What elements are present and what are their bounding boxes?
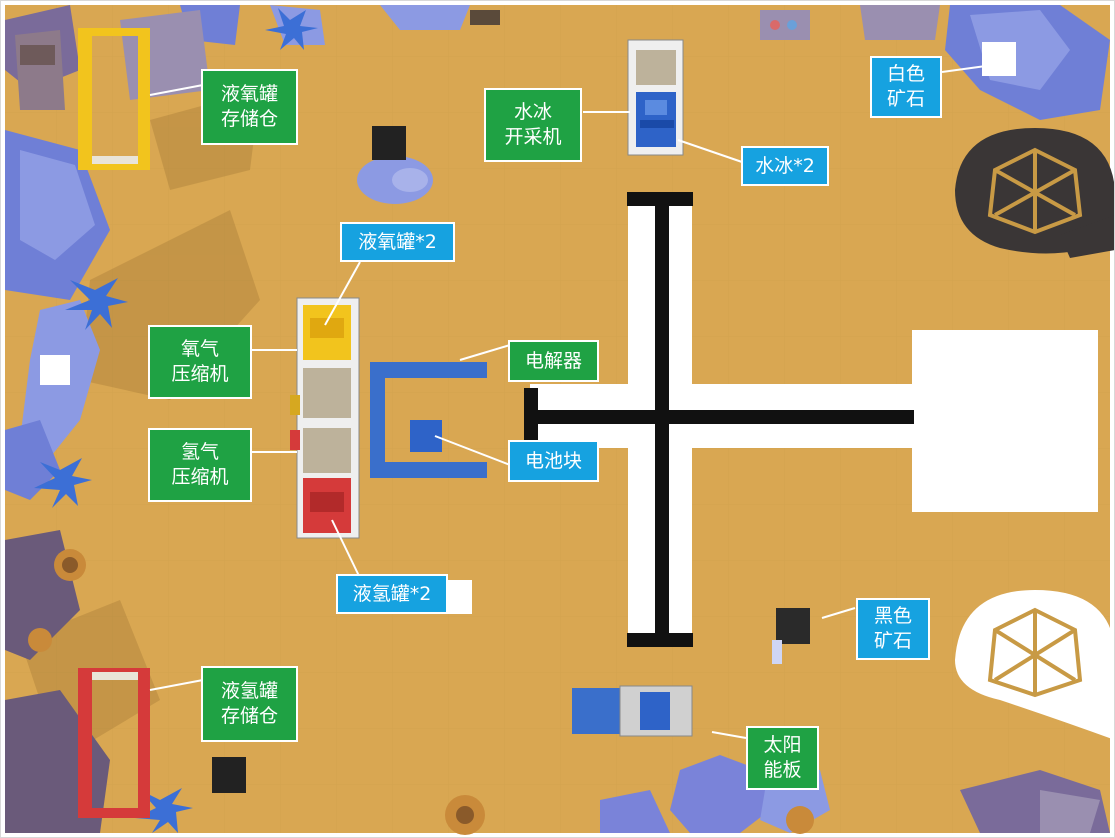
track-line-bottom-cap (627, 633, 693, 647)
label-solar-panel-line2: 能板 (763, 758, 801, 783)
label-oxygen-compressor-line2: 压缩机 (171, 362, 228, 387)
label-electrolyzer: 电解器 (508, 340, 599, 382)
solar-panel-robot (572, 686, 692, 736)
lox-storage-bar (92, 156, 138, 164)
label-lh2-storage-line1: 液氢罐 (221, 679, 278, 704)
label-lh2-tank-text: 液氢罐*2 (353, 582, 432, 607)
white-ore-left (40, 355, 70, 385)
dome-dark (955, 128, 1115, 258)
label-lh2-tank: 液氢罐*2 (336, 574, 448, 614)
label-white-ore-line2: 矿石 (887, 87, 925, 112)
black-block-top (372, 126, 406, 160)
black-block-bottom-left (212, 757, 246, 793)
label-water-ice-text: 水冰*2 (755, 154, 815, 179)
label-ice-miner: 水冰 开采机 (484, 88, 582, 162)
label-solar-panel-line1: 太阳 (763, 733, 801, 758)
rock-small-left (357, 156, 433, 204)
compressor-robot (290, 298, 359, 538)
label-white-ore: 白色 矿石 (870, 56, 942, 118)
label-hydrogen-compressor: 氢气 压缩机 (148, 428, 252, 502)
label-black-ore: 黑色 矿石 (856, 598, 930, 660)
label-white-ore-line1: 白色 (887, 62, 925, 87)
label-battery-block: 电池块 (508, 440, 599, 482)
label-lox-storage-line1: 液氧罐 (221, 82, 278, 107)
label-oxygen-compressor: 氧气 压缩机 (148, 325, 252, 399)
label-ice-miner-line1: 水冰 (514, 100, 552, 125)
label-oxygen-compressor-line1: 氧气 (181, 337, 219, 362)
ice-miner-robot (628, 40, 683, 155)
label-black-ore-line1: 黑色 (874, 604, 912, 629)
label-lox-tank: 液氧罐*2 (340, 222, 455, 262)
label-ice-miner-line2: 开采机 (504, 125, 561, 150)
label-lh2-storage: 液氢罐 存储仓 (201, 666, 298, 742)
label-water-ice: 水冰*2 (741, 146, 829, 186)
label-hydrogen-compressor-line1: 氢气 (181, 440, 219, 465)
label-lox-storage: 液氧罐 存储仓 (201, 69, 298, 145)
track-line-top-cap (627, 192, 693, 206)
white-block-lh2 (448, 580, 472, 614)
lh2-storage-bar (92, 672, 138, 680)
black-ore-pole (772, 640, 782, 664)
black-ore-block (776, 608, 810, 644)
label-electrolyzer-text: 电解器 (525, 349, 582, 374)
label-lh2-storage-line2: 存储仓 (221, 704, 278, 729)
track-line-left-cap (524, 388, 538, 440)
label-lox-storage-line2: 存储仓 (221, 107, 278, 132)
label-black-ore-line2: 矿石 (874, 629, 912, 654)
track-line-horizontal (524, 410, 914, 424)
label-battery-block-text: 电池块 (525, 449, 582, 474)
label-solar-panel: 太阳 能板 (746, 726, 819, 790)
home-zone (912, 330, 1098, 512)
label-hydrogen-compressor-line2: 压缩机 (171, 465, 228, 490)
label-lox-tank-text: 液氧罐*2 (358, 230, 437, 255)
white-ore-block (982, 42, 1016, 76)
